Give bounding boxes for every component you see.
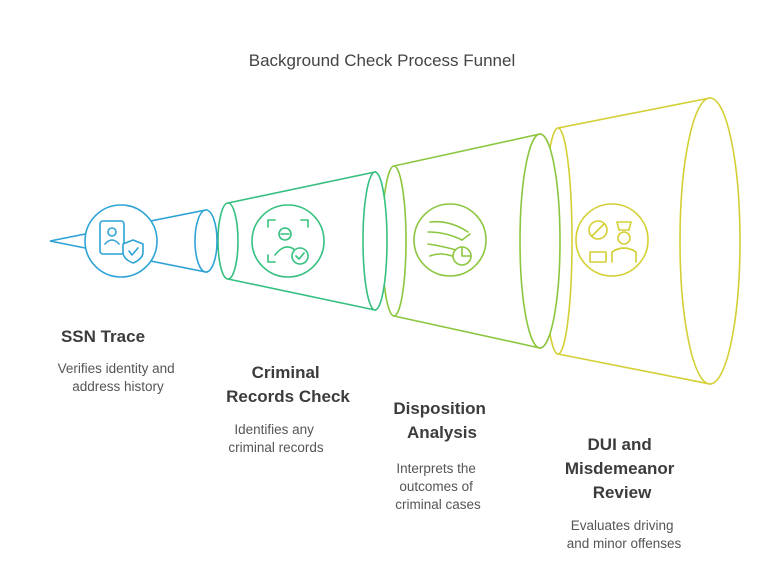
id-card-shield-icon <box>84 204 158 278</box>
flow-pie-chart-icon <box>413 203 487 277</box>
stage-title-ssn-trace: SSN Trace <box>61 327 145 346</box>
stage-desc-disposition-analysis: Interprets the outcomes of criminal case… <box>395 461 481 512</box>
face-scan-check-icon <box>251 204 325 278</box>
stage-label-dui-review: DUI and Misdemeanor Review Evaluates dri… <box>565 435 682 551</box>
stage-title-criminal-records: Criminal Records Check <box>226 363 350 406</box>
no-drinking-officer-icon <box>575 203 649 277</box>
stage-title-dui-review: DUI and Misdemeanor Review <box>565 435 679 502</box>
stage-desc-criminal-records: Identifies any criminal records <box>228 422 324 455</box>
stage-label-ssn-trace: SSN Trace Verifies identity and address … <box>58 327 179 394</box>
stage-label-disposition-analysis: Disposition Analysis Interprets the outc… <box>393 399 490 512</box>
stage-title-disposition-analysis: Disposition Analysis <box>393 399 490 442</box>
stage-label-criminal-records: Criminal Records Check Identifies any cr… <box>226 363 350 455</box>
stage-desc-ssn-trace: Verifies identity and address history <box>58 361 179 394</box>
stage-desc-dui-review: Evaluates driving and minor offenses <box>567 518 682 551</box>
diagram-title: Background Check Process Funnel <box>249 51 515 70</box>
